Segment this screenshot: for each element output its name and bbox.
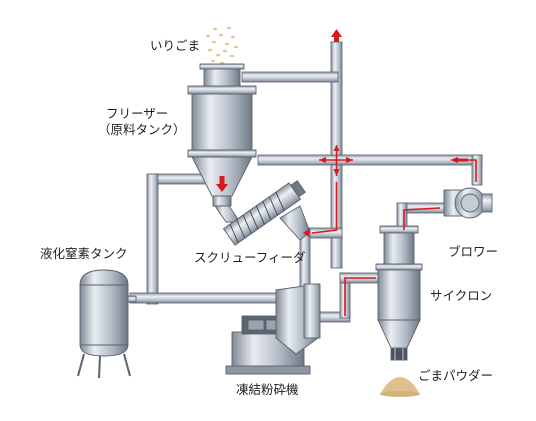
arrow-down-freezer <box>216 184 228 192</box>
sesame-seeds <box>205 26 239 65</box>
flow-arrows <box>216 29 468 237</box>
flow-lines <box>311 145 477 316</box>
sesame-powder <box>380 377 420 397</box>
label-powder: ごまパウダー <box>418 368 494 383</box>
freezer-tank <box>187 63 257 223</box>
label-freezer-line2: （原料タンク） <box>98 122 186 137</box>
freeze-mill <box>225 283 321 375</box>
label-cyclone: サイクロン <box>430 288 493 303</box>
screw-feeder <box>222 180 311 246</box>
label-sesame: いりごま <box>150 38 201 53</box>
arrow-up-exhaust <box>331 29 342 37</box>
label-blower: ブロワー <box>448 244 499 259</box>
label-nitrogen-tank: 液化窒素タンク <box>40 246 128 261</box>
cyclone <box>375 225 423 361</box>
label-screw-feeder: スクリューフィーダ <box>194 250 306 265</box>
label-freeze-mill: 凍結粉砕機 <box>236 382 299 397</box>
pipes <box>129 41 483 323</box>
arrow-screw-return <box>303 229 309 237</box>
nitrogen-tank <box>77 269 137 379</box>
blower <box>443 187 493 219</box>
arrow-left-main <box>450 157 458 163</box>
label-freezer-line1: フリーザー <box>106 106 169 121</box>
